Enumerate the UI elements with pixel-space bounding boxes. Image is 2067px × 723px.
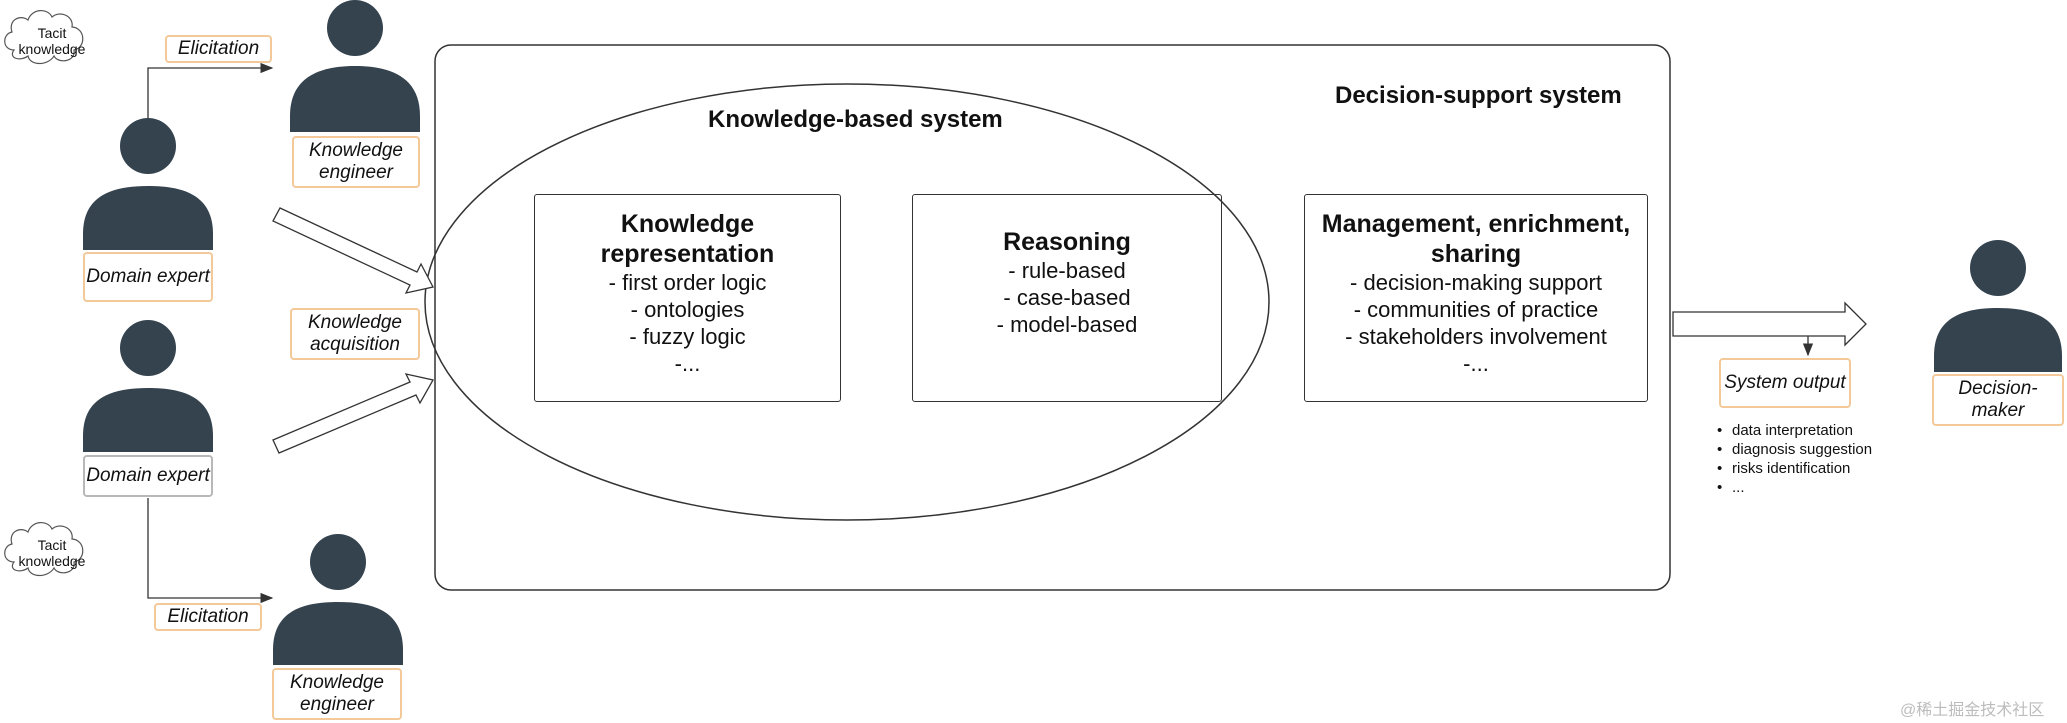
kr-item: - ontologies bbox=[630, 297, 745, 322]
mgmt-item: -... bbox=[1463, 351, 1489, 376]
kbs-title: Knowledge-based system bbox=[708, 106, 1003, 133]
kr-item: -... bbox=[674, 351, 701, 376]
kbs-ellipse bbox=[424, 83, 1270, 521]
domain-expert-label-top: Domain expert bbox=[83, 252, 213, 302]
kr-item: - fuzzy logic bbox=[629, 324, 746, 349]
arrow-icon bbox=[272, 373, 434, 454]
output-item: risks identification bbox=[1717, 459, 1872, 478]
reasoning-box: Reasoning - rule-based - case-based - mo… bbox=[912, 194, 1222, 402]
output-item: ... bbox=[1717, 478, 1872, 497]
tacit-knowledge-top: Tacit knowledge bbox=[18, 25, 86, 57]
reasoning-item: - model-based bbox=[996, 312, 1138, 337]
arrow-icon bbox=[272, 207, 434, 294]
cloud-icon bbox=[4, 10, 84, 65]
watermark: @稀土掘金技术社区 bbox=[1900, 702, 2045, 719]
knowledge-representation-box: Knowledge representation - first order l… bbox=[534, 194, 841, 402]
domain-expert-label-bottom: Domain expert bbox=[83, 455, 213, 497]
elicitation-bottom-connector bbox=[147, 498, 274, 604]
knowledge-acquisition-label: Knowledge acquisition bbox=[290, 308, 420, 360]
elicitation-label-top: Elicitation bbox=[165, 35, 272, 63]
kr-title: Knowledge representation bbox=[600, 210, 775, 268]
reasoning-item: - case-based bbox=[1003, 285, 1131, 310]
decision-maker-label: Decision-maker bbox=[1932, 374, 2064, 426]
mgmt-item: - communities of practice bbox=[1353, 297, 1599, 322]
knowledge-engineer-label-top: Knowledge engineer bbox=[292, 136, 420, 188]
output-list: data interpretation diagnosis suggestion… bbox=[1717, 421, 1872, 497]
mgmt-item: - decision-making support bbox=[1350, 270, 1602, 295]
system-output-label: System output bbox=[1719, 358, 1851, 408]
output-item: diagnosis suggestion bbox=[1717, 440, 1872, 459]
reasoning-title: Reasoning bbox=[1003, 228, 1131, 256]
dss-title: Decision-support system bbox=[1335, 82, 1622, 109]
tacit-knowledge-bottom: Tacit knowledge bbox=[18, 537, 86, 569]
person-icon bbox=[83, 320, 213, 452]
arrow-icon bbox=[1672, 301, 1867, 347]
kr-item: - first order logic bbox=[608, 270, 767, 295]
output-item: data interpretation bbox=[1717, 421, 1872, 440]
mgmt-item: - stakeholders involvement bbox=[1345, 324, 1607, 349]
person-icon bbox=[1934, 240, 2062, 372]
dss-container bbox=[434, 44, 1671, 591]
mgmt-title: Management, enrichment, sharing bbox=[1321, 210, 1631, 268]
elicitation-top-connector bbox=[147, 62, 274, 118]
cloud-icon bbox=[4, 522, 84, 577]
management-box: Management, enrichment, sharing - decisi… bbox=[1304, 194, 1648, 402]
knowledge-engineer-label-bottom: Knowledge engineer bbox=[272, 668, 402, 720]
reasoning-item: - rule-based bbox=[1008, 258, 1126, 283]
person-icon bbox=[273, 534, 403, 665]
person-icon bbox=[290, 0, 420, 132]
elicitation-label-bottom: Elicitation bbox=[154, 603, 262, 631]
person-icon bbox=[83, 118, 213, 250]
